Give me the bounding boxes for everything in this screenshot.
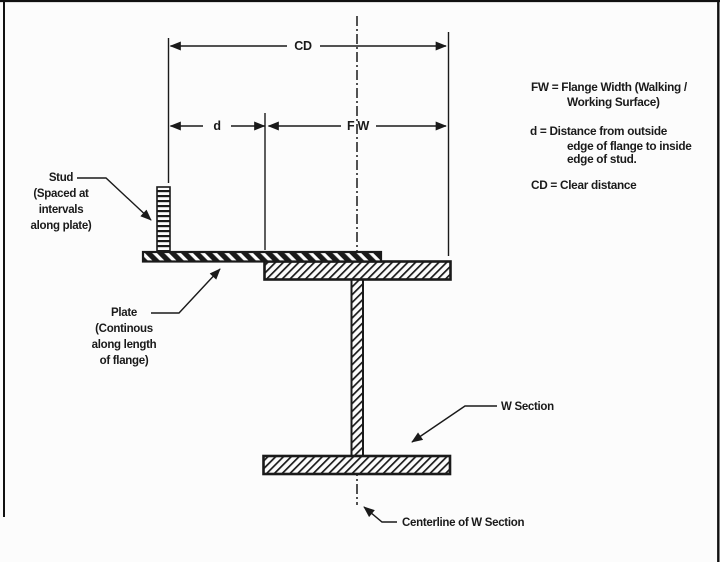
legend-d-line2: edge of flange to inside — [567, 139, 692, 153]
leader-lines — [77, 177, 497, 523]
fw-dimension-label: F W — [346, 119, 370, 133]
plate-callout-line3: along length — [91, 339, 157, 351]
plate-shape — [141, 250, 383, 263]
web-shape — [350, 274, 364, 459]
legend-d-line3: edge of stud. — [567, 152, 637, 166]
w-section-callout: W Section — [501, 401, 554, 413]
bottom-flange-shape — [262, 454, 452, 476]
centerline-leader-arrow — [363, 506, 397, 523]
stud-callout: Stud (Spaced at intervals along plate) — [1, 170, 121, 234]
plate-leader-arrow — [151, 268, 221, 314]
top-flange-shape — [263, 260, 452, 281]
stud-callout-line2: (Spaced at — [33, 188, 89, 200]
plate-callout-line2: (Continous — [95, 323, 153, 335]
stud-callout-line1: Stud — [48, 172, 74, 184]
plate-callout: Plate (Continous along length of flange) — [64, 305, 184, 369]
plate-callout-line1: Plate — [111, 307, 137, 319]
cd-dimension-label: CD — [294, 39, 312, 53]
legend-d-line1: d = Distance from outside — [530, 124, 668, 138]
plate-callout-line4: of flange) — [99, 355, 149, 367]
legend-fw-line1: FW = Flange Width (Walking / — [531, 80, 687, 94]
stud-callout-line4: along plate) — [30, 220, 92, 232]
legend-fw-line2: Working Surface) — [567, 95, 660, 109]
w-section-leader-arrow — [411, 405, 497, 443]
centerline-callout: Centerline of W Section — [402, 517, 525, 529]
d-dimension-label: d — [213, 119, 221, 133]
stud-callout-line3: intervals — [38, 204, 84, 216]
extension-lines — [167, 32, 450, 256]
legend-cd-line1: CD = Clear distance — [531, 178, 637, 192]
stud-leader-arrow — [77, 177, 152, 221]
stud-shape — [156, 186, 171, 253]
